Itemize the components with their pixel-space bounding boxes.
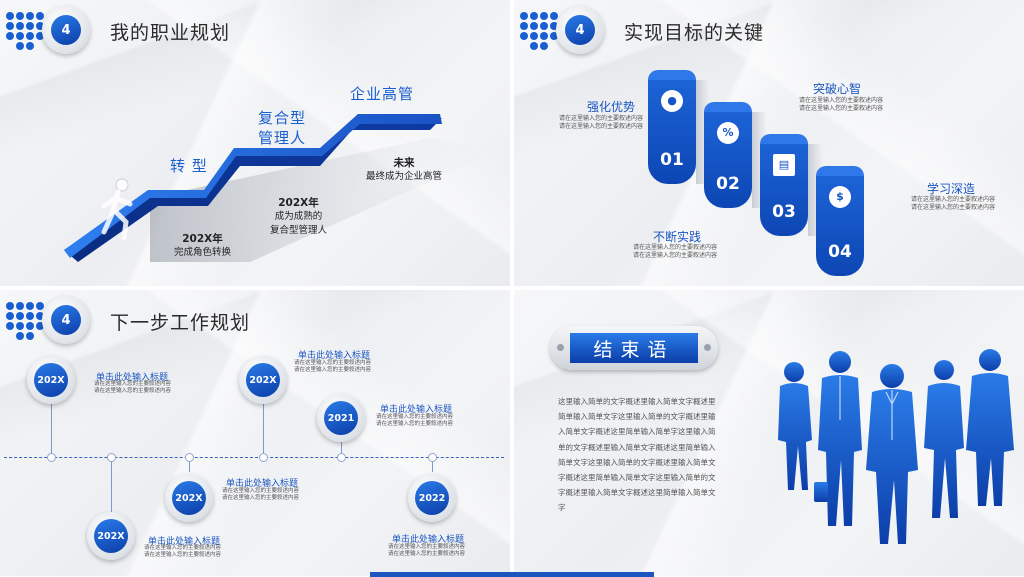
section-number-badge: 4 xyxy=(42,296,90,344)
key-point-title: 强化优势 xyxy=(586,100,635,114)
year-label: 202X xyxy=(172,481,206,515)
dots-decoration-icon xyxy=(4,10,48,50)
slide-title: 我的职业规划 xyxy=(110,22,231,44)
tab-number: 04 xyxy=(828,242,852,262)
timeline-axis xyxy=(4,457,504,458)
year-badge[interactable]: 2021 xyxy=(317,394,365,442)
rivet-icon xyxy=(704,344,711,351)
event-desc: 请在这里输入您的主要叙述内容 请在这里输入您的主要叙述内容 xyxy=(294,360,372,373)
section-number-badge: 4 xyxy=(556,6,604,54)
timeline-dot xyxy=(185,453,194,462)
event-desc: 请在这里输入您的主要叙述内容 请在这里输入您的主要叙述内容 xyxy=(388,544,466,557)
slide-title: 实现目标的关键 xyxy=(624,22,765,44)
section-number-badge: 4 xyxy=(42,6,90,54)
event-desc: 请在这里输入您的主要叙述内容 请在这里输入您的主要叙述内容 xyxy=(94,381,172,394)
document-icon: ▤ xyxy=(773,154,795,176)
section-number: 4 xyxy=(51,15,81,45)
step-label: 企业高管 xyxy=(350,85,415,103)
key-point-desc: 请在这里输入您的主要叙述内容 请在这里输入您的主要叙述内容 xyxy=(632,244,717,259)
key-point-title: 突破心智 xyxy=(812,82,861,96)
conclusion-body: 这里输入简单的文字概述里输入简单文字概述里简单输入简单文字这里输入简单的文字概述… xyxy=(558,397,716,513)
stairs-graphic xyxy=(64,114,500,262)
timeline-dot xyxy=(47,453,56,462)
climbing-man-icon xyxy=(101,178,133,241)
conclusion-heading-plate: 结束语 xyxy=(550,326,718,370)
section-number: 4 xyxy=(565,15,595,45)
key-tab[interactable]: ● 01 xyxy=(648,80,696,184)
rivet-icon xyxy=(557,344,564,351)
timeline-dot xyxy=(107,453,116,462)
key-point-desc: 请在这里输入您的主要叙述内容 请在这里输入您的主要叙述内容 xyxy=(910,196,995,211)
timeline-connector xyxy=(51,404,52,458)
timeline-dot xyxy=(259,453,268,462)
next-step-plan-slide[interactable]: 4 下一步工作规划 202X 202X 202X 202X 2021 2022 … xyxy=(0,290,510,576)
key-tab[interactable]: $ 04 xyxy=(816,176,864,276)
key-point-desc: 请在这里输入您的主要叙述内容 请在这里输入您的主要叙述内容 xyxy=(798,97,883,112)
business-people-silhouette-icon xyxy=(778,349,1014,544)
event-desc: 请在这里输入您的主要叙述内容 请在这里输入您的主要叙述内容 xyxy=(144,545,222,558)
key-point-desc: 请在这里输入您的主要叙述内容 请在这里输入您的主要叙述内容 xyxy=(558,115,643,130)
event-title[interactable]: 单击此处输入标题 xyxy=(380,405,453,415)
year-label: 202X xyxy=(246,363,280,397)
year-label: 202X xyxy=(34,363,68,397)
step-note: 202X年成为成熟的 复合型管理人 xyxy=(270,197,328,236)
timeline-connector xyxy=(263,404,264,458)
event-title[interactable]: 单击此处输入标题 xyxy=(392,535,465,545)
conclusion-heading: 结束语 xyxy=(570,333,698,363)
dots-decoration-icon xyxy=(518,10,562,50)
percent-icon: % xyxy=(717,122,739,144)
timeline-connector xyxy=(341,442,342,458)
dots-decoration-icon xyxy=(4,300,48,340)
step-label: 复合型 管理人 xyxy=(258,109,307,147)
year-badge[interactable]: 2022 xyxy=(408,474,456,522)
timeline-dot xyxy=(428,453,437,462)
key-goals-slide[interactable]: 4 实现目标的关键 ● 01 % 02 ▤ 03 $ 04 强化优势 请在这里输… xyxy=(514,0,1024,286)
tab-number: 01 xyxy=(660,150,684,170)
year-badge[interactable]: 202X xyxy=(165,474,213,522)
stairs-shadow xyxy=(150,138,500,262)
key-point-title: 不断实践 xyxy=(652,230,701,244)
year-label: 2021 xyxy=(324,401,358,435)
coins-icon: $ xyxy=(829,186,851,208)
section-number: 4 xyxy=(51,305,81,335)
event-title[interactable]: 单击此处输入标题 xyxy=(226,479,299,489)
tab-number: 03 xyxy=(772,202,796,222)
career-plan-slide[interactable]: 4 我的职业规划 转 型 复合型 管理人 xyxy=(0,0,510,286)
key-tab[interactable]: % 02 xyxy=(704,112,752,208)
event-title[interactable]: 单击此处输入标题 xyxy=(96,373,169,383)
step-note: 202X年完成角色转换 xyxy=(174,233,232,258)
user-icon: ● xyxy=(661,90,683,112)
step-label: 转 型 xyxy=(170,157,208,175)
timeline-connector xyxy=(432,458,433,472)
year-badge[interactable]: 202X xyxy=(87,512,135,560)
step-note: 未来最终成为企业高管 xyxy=(366,157,443,182)
event-desc: 请在这里输入您的主要叙述内容 请在这里输入您的主要叙述内容 xyxy=(376,414,454,427)
key-point-title: 学习深造 xyxy=(926,182,975,196)
timeline-dot xyxy=(337,453,346,462)
year-badge[interactable]: 202X xyxy=(239,356,287,404)
year-label: 202X xyxy=(94,519,128,553)
bottom-accent-bar xyxy=(370,572,654,577)
event-desc: 请在这里输入您的主要叙述内容 请在这里输入您的主要叙述内容 xyxy=(222,488,300,501)
event-title[interactable]: 单击此处输入标题 xyxy=(298,351,371,361)
key-tab[interactable]: ▤ 03 xyxy=(760,144,808,236)
slide-title: 下一步工作规划 xyxy=(110,312,251,334)
timeline-connector xyxy=(189,458,190,472)
tab-number: 02 xyxy=(716,174,740,194)
conclusion-slide[interactable]: 结束语 这里输入简单的文字概述里输入简单文字概述里简单输入简单文字这里输入简单的… xyxy=(514,290,1024,576)
timeline-connector xyxy=(111,458,112,512)
year-label: 2022 xyxy=(415,481,449,515)
year-badge[interactable]: 202X xyxy=(27,356,75,404)
event-title[interactable]: 单击此处输入标题 xyxy=(148,537,221,547)
